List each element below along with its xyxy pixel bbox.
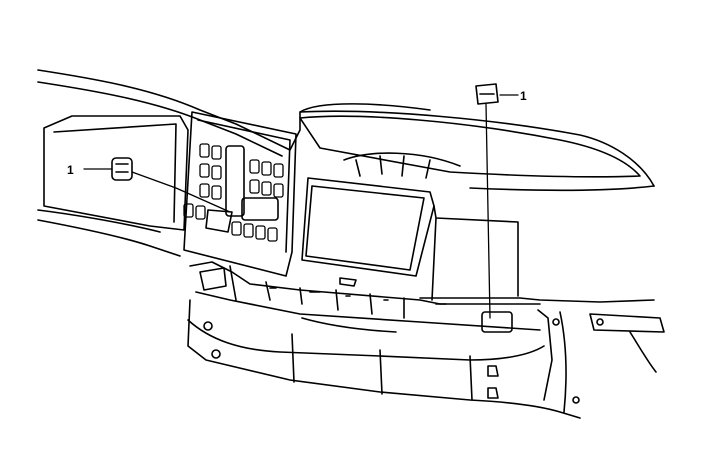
lower-center-panel [187,261,581,419]
right-switch-part [475,83,499,105]
callout-label-left: 1 [67,163,74,177]
right-dashboard-face [419,205,655,303]
left-switch-part [111,157,133,181]
dashboard-upper-outline [37,69,655,257]
right-end-bracket [589,313,665,373]
defroster-opening [299,115,641,179]
leader-line-left [83,168,231,213]
callout-label-right: 1 [520,89,527,103]
left-side-panel [43,115,189,231]
radio-display-opening [301,177,435,287]
leader-line-right [485,94,519,319]
center-switch-bezel [183,111,297,277]
